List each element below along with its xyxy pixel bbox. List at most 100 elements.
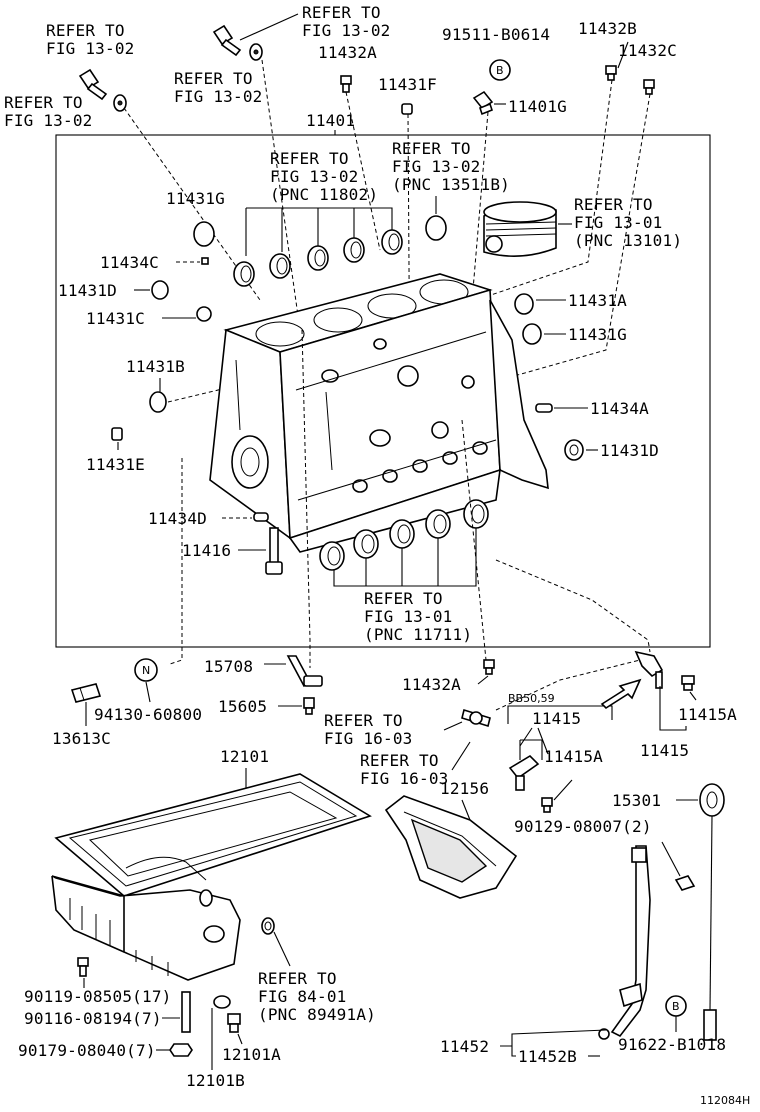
label-11415A-mid[interactable]: 11415A bbox=[544, 747, 603, 766]
gasket-refer-84-icon bbox=[261, 917, 275, 935]
plug-11431E-icon bbox=[111, 427, 123, 441]
plug-11431G-right-icon bbox=[522, 323, 542, 345]
refer-top-left-2[interactable]: REFER TO FIG 13-02 bbox=[4, 93, 93, 130]
refer-16-03-b[interactable]: REFER TO FIG 16-03 bbox=[360, 751, 449, 788]
svg-text:REFER TO: REFER TO bbox=[270, 149, 349, 168]
refer-main-bearing-11711[interactable]: REFER TO FIG 13-01 (PNC 11711) bbox=[364, 589, 472, 644]
label-11431B[interactable]: 11431B bbox=[126, 357, 185, 376]
bolt-11416-icon bbox=[265, 527, 283, 575]
plug-11431A-icon bbox=[514, 293, 534, 315]
label-90179[interactable]: 90179-08040(7) bbox=[18, 1041, 156, 1060]
nut-90179-icon bbox=[169, 1043, 193, 1057]
block-frame bbox=[55, 134, 711, 648]
marker-n-icon: N bbox=[134, 658, 158, 682]
label-90119[interactable]: 90119-08505(17) bbox=[24, 987, 172, 1006]
svg-text:(PNC 13101): (PNC 13101) bbox=[574, 231, 682, 250]
plug-11431D-right-icon bbox=[564, 439, 584, 461]
valve-11415-icon bbox=[508, 754, 540, 791]
label-11432C[interactable]: 11432C bbox=[618, 41, 677, 60]
label-11432B[interactable]: 11432B bbox=[578, 19, 637, 38]
label-91622[interactable]: 91622-B1018 bbox=[618, 1035, 726, 1054]
refer-84-01[interactable]: REFER TO FIG 84-01 (PNC 89491A) bbox=[258, 969, 376, 1024]
stud-13613C-icon bbox=[70, 683, 102, 703]
svg-text:FIG 13-02: FIG 13-02 bbox=[392, 157, 481, 176]
bolt-refer-1-icon bbox=[78, 68, 127, 112]
label-11452B[interactable]: 11452B bbox=[518, 1047, 577, 1066]
svg-text:(PNC 11802): (PNC 11802) bbox=[270, 185, 378, 204]
label-11431E[interactable]: 11431E bbox=[86, 455, 145, 474]
refer-13511B[interactable]: REFER TO FIG 13-02 (PNC 13511B) bbox=[392, 139, 510, 194]
label-12101B[interactable]: 12101B bbox=[186, 1071, 245, 1090]
svg-text:FIG 16-03: FIG 16-03 bbox=[360, 769, 449, 788]
label-15301[interactable]: 15301 bbox=[612, 791, 661, 810]
svg-text:REFER TO: REFER TO bbox=[4, 93, 83, 112]
label-11434A[interactable]: 11434A bbox=[590, 399, 649, 418]
label-11401[interactable]: 11401 bbox=[306, 111, 355, 130]
bolt-11432A-bottom-icon bbox=[483, 659, 495, 675]
svg-text:FIG 84-01: FIG 84-01 bbox=[258, 987, 347, 1006]
label-11401G[interactable]: 11401G bbox=[508, 97, 567, 116]
label-11452[interactable]: 11452 bbox=[440, 1037, 489, 1056]
oil-strainer-12156-icon bbox=[384, 795, 518, 899]
label-11434D[interactable]: 11434D bbox=[148, 509, 207, 528]
svg-text:REFER TO: REFER TO bbox=[258, 969, 337, 988]
hose-clamp-icon bbox=[461, 708, 491, 728]
label-94130[interactable]: 94130-60800 bbox=[94, 705, 202, 724]
svg-text:REFER TO: REFER TO bbox=[364, 589, 443, 608]
bolt-11432A-top-icon bbox=[340, 75, 352, 93]
label-11416[interactable]: 11416 bbox=[182, 541, 231, 560]
svg-text:FIG 13-02: FIG 13-02 bbox=[302, 21, 391, 40]
svg-text:REFER TO: REFER TO bbox=[324, 711, 403, 730]
label-12101A[interactable]: 12101A bbox=[222, 1045, 281, 1064]
label-11432A-top[interactable]: 11432A bbox=[318, 43, 377, 62]
label-11415-top[interactable]: 11415 bbox=[532, 709, 581, 728]
valve-15605-icon bbox=[303, 697, 315, 715]
label-11415A-right[interactable]: 11415A bbox=[678, 705, 737, 724]
svg-text:REFER TO: REFER TO bbox=[392, 139, 471, 158]
label-11431D-right[interactable]: 11431D bbox=[600, 441, 659, 460]
refer-bearing-11802[interactable]: REFER TO FIG 13-02 (PNC 11802) bbox=[270, 149, 378, 204]
marker-b-top-icon: B bbox=[489, 59, 511, 81]
refer-top-left-4[interactable]: REFER TO FIG 13-02 bbox=[302, 3, 391, 40]
svg-text:FIG 16-03: FIG 16-03 bbox=[324, 729, 413, 748]
label-11431G-right[interactable]: 11431G bbox=[568, 325, 627, 344]
plug-11431B-icon bbox=[149, 391, 167, 413]
bolt-91622-icon bbox=[674, 875, 696, 891]
label-11434C[interactable]: 11434C bbox=[100, 253, 159, 272]
label-13613C[interactable]: 13613C bbox=[52, 729, 111, 748]
label-11432A-bottom[interactable]: 11432A bbox=[402, 675, 461, 694]
label-11431F[interactable]: 11431F bbox=[378, 75, 437, 94]
label-90116[interactable]: 90116-08194(7) bbox=[24, 1009, 162, 1028]
refer-piston-13101[interactable]: REFER TO FIG 13-01 (PNC 13101) bbox=[574, 195, 682, 250]
label-15708[interactable]: 15708 bbox=[204, 657, 253, 676]
bolt-refer-2-icon bbox=[212, 24, 263, 61]
label-11431A[interactable]: 11431A bbox=[568, 291, 627, 310]
svg-text:(PNC 13511B): (PNC 13511B) bbox=[392, 175, 510, 194]
svg-text:FIG 13-01: FIG 13-01 bbox=[574, 213, 663, 232]
label-12101[interactable]: 12101 bbox=[220, 747, 269, 766]
nozzle-15708-icon bbox=[286, 655, 323, 688]
svg-text:FIG 13-02: FIG 13-02 bbox=[46, 39, 135, 58]
plug-11431G-left-icon bbox=[193, 221, 215, 247]
label-15605[interactable]: 15605 bbox=[218, 697, 267, 716]
bolt-90119-icon bbox=[77, 957, 89, 977]
label-11431G-left[interactable]: 11431G bbox=[166, 189, 225, 208]
svg-text:REFER TO: REFER TO bbox=[360, 751, 439, 770]
label-11415-right[interactable]: 11415 bbox=[640, 741, 689, 760]
label-91511[interactable]: 91511-B0614 bbox=[442, 25, 550, 44]
dipstick-15301-icon bbox=[699, 783, 725, 1041]
refer-16-03-a[interactable]: REFER TO FIG 16-03 bbox=[324, 711, 413, 748]
svg-text:FIG 13-02: FIG 13-02 bbox=[270, 167, 359, 186]
refer-top-left-3[interactable]: REFER TO FIG 13-02 bbox=[174, 69, 263, 106]
label-90129[interactable]: 90129-08007(2) bbox=[514, 817, 652, 836]
pin-11434C-icon bbox=[201, 257, 209, 265]
refer-top-left-1[interactable]: REFER TO FIG 13-02 bbox=[46, 21, 135, 58]
label-12156[interactable]: 12156 bbox=[440, 779, 489, 798]
svg-text:(PNC 89491A): (PNC 89491A) bbox=[258, 1005, 376, 1024]
label-11431C[interactable]: 11431C bbox=[86, 309, 145, 328]
pin-11434A-icon bbox=[535, 403, 553, 413]
svg-text:REFER TO: REFER TO bbox=[46, 21, 125, 40]
label-11431D-left[interactable]: 11431D bbox=[58, 281, 117, 300]
svg-text:(PNC 11711): (PNC 11711) bbox=[364, 625, 472, 644]
